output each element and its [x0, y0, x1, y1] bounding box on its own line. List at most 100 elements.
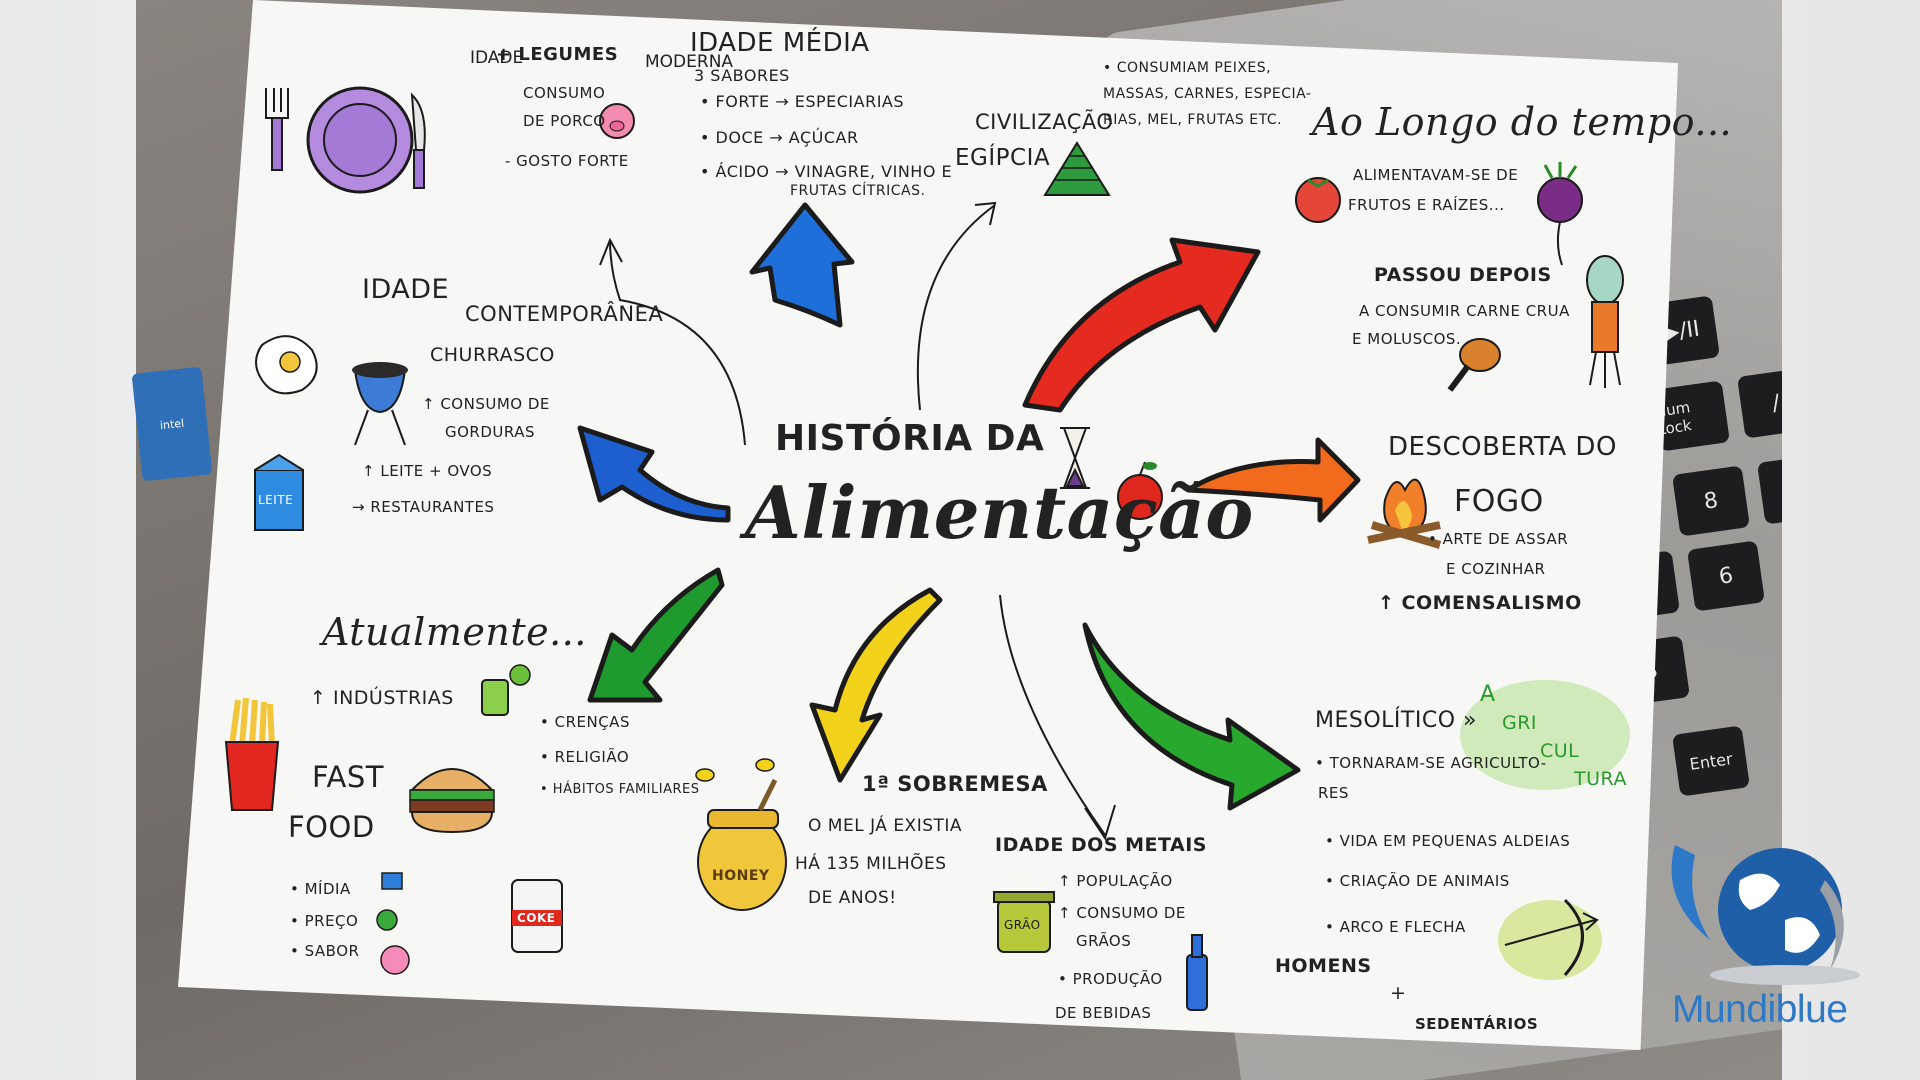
egipcia-note: RIAS, MEL, FRUTAS etc.	[1103, 112, 1283, 128]
mesolitico-plus: +	[1390, 982, 1407, 1004]
sobremesa-title: 1ª SOBREMESA	[862, 772, 1048, 796]
moderna-item-porco: DE PORCO	[523, 112, 606, 130]
moderna-item-consumo: CONSUMO	[523, 84, 606, 102]
mesolitico-line: • VIDA EM PEQUENAS ALDEIAS	[1325, 832, 1571, 850]
moderna-vertical-label: MODERNA	[645, 52, 733, 73]
contemporanea-line: GORDURAS	[445, 423, 535, 441]
ao-longo-line: PASSOU DEPOIS	[1374, 264, 1552, 286]
chicken-leg-icon	[1447, 338, 1501, 392]
fries-icon	[224, 697, 280, 811]
contemporanea-line: ↑ CONSUMO DE	[422, 395, 550, 413]
squid-character-icon	[1586, 255, 1624, 388]
plate-icon	[306, 86, 414, 194]
fried-egg-icon	[255, 335, 318, 395]
atualmente-belief: • RELIGIÃO	[540, 748, 630, 766]
mundiblue-globe-icon	[1671, 845, 1860, 985]
mundiblue-logo-text: Mundiblue	[1672, 988, 1848, 1031]
tv-icon	[381, 872, 403, 890]
grain-jar-icon	[993, 891, 1055, 953]
metais-line: • PRODUÇÃO	[1058, 970, 1163, 988]
thin-arrow-moderna-head	[599, 237, 623, 266]
sobremesa-line: O MEL JÁ EXISTIA	[808, 816, 963, 836]
moderna-item-legumes: + LEGUMES	[496, 44, 619, 65]
agricultura-letter: A	[1480, 682, 1496, 707]
atualmente-bullet: • MÍDIA	[290, 880, 351, 898]
idade-vertical-label: IDADE	[470, 48, 523, 69]
atualmente-bullet: • SABOR	[290, 942, 360, 960]
arrow-blue-up	[749, 202, 855, 328]
idade-media-title: IDADE MÉDIA	[690, 28, 870, 58]
egipcia-note: MASSAS, CARNES, ESPECIA-	[1103, 86, 1312, 102]
idade-media-subtitle: 3 SABORES	[694, 66, 790, 85]
moderna-item-gosto: - GOSTO FORTE	[505, 152, 629, 170]
pyramid-icon	[1043, 141, 1111, 196]
arrow-red	[1022, 237, 1261, 413]
arrow-green	[1082, 622, 1301, 811]
contemporanea-line: ↑ LEITE + OVOS	[362, 462, 493, 480]
atualmente-industrias: ↑ INDÚSTRIAS	[310, 687, 454, 709]
milk-carton-label: LEITE	[258, 493, 294, 507]
fogo-title: DESCOBERTA DO	[1388, 432, 1617, 462]
contemporanea-churrasco: CHURRASCO	[430, 344, 555, 366]
metais-title: IDADE DOS METAIS	[995, 834, 1207, 856]
grain-jar-label: GRÃO	[1004, 918, 1041, 932]
atualmente-belief: • CRENÇAS	[540, 713, 630, 731]
bee-icon	[695, 758, 775, 782]
industry-can-icon	[481, 664, 531, 716]
egipcia-title-line2: EGÍPCIA	[955, 145, 1051, 171]
idade-media-item: FRUTAS CÍTRICAS.	[790, 183, 926, 199]
mesolitico-title: MESOLÍTICO »	[1315, 708, 1477, 733]
agricultura-letter: TURA	[1574, 768, 1627, 790]
idade-media-item: • FORTE → ESPECIARIAS	[700, 92, 905, 111]
metais-line: ↑ POPULAÇÃO	[1058, 872, 1173, 890]
atualmente-bullet: • PREÇO	[290, 912, 359, 930]
mesolitico-line: • ARCO E FLECHA	[1325, 918, 1466, 936]
fogo-line: • ARTE DE ASSAR	[1428, 530, 1569, 548]
atualmente-belief: • HÁBITOS FAMILIARES	[540, 782, 700, 797]
thin-arrow-moderna	[609, 239, 746, 446]
arrow-green-down-left	[587, 567, 725, 703]
fogo-line: E COZINHAR	[1446, 560, 1546, 578]
arrow-blue-left	[577, 425, 731, 523]
knife-icon	[410, 92, 426, 189]
thin-arrow-metais-head	[1084, 804, 1116, 841]
thin-arrow-egipcia	[916, 204, 996, 411]
fork-icon	[265, 88, 289, 171]
beet-icon	[1537, 162, 1583, 266]
mesolitico-sedentarios: SEDENTÁRIOS	[1415, 1015, 1539, 1033]
tongue-icon	[380, 945, 410, 975]
honey-jar-label: HONEY	[712, 868, 770, 884]
thin-arrow-metais	[999, 594, 1106, 836]
arrow-orange	[1185, 437, 1361, 523]
ao-longo-title: Ao Longo do tempo...	[1312, 100, 1733, 144]
tomato-icon	[1295, 177, 1341, 223]
sobremesa-line: DE ANOS!	[808, 888, 897, 908]
apple-icon	[1117, 461, 1163, 520]
ao-longo-line: ALIMENTAVAM-SE DE	[1353, 166, 1519, 184]
fogo-word: FOGO	[1454, 484, 1544, 519]
contemporanea-title-line1: IDADE	[362, 274, 450, 305]
grill-icon	[352, 362, 408, 446]
coke-can-label: COKE	[517, 911, 556, 925]
agricultura-letter: GRI	[1502, 712, 1538, 734]
center-title-line2: Alimentação	[745, 470, 1254, 555]
metais-line: GRÃOS	[1076, 932, 1132, 950]
contemporanea-line: → RESTAURANTES	[352, 498, 495, 516]
agricultura-highlight	[1460, 680, 1630, 790]
ao-longo-line: FRUTOS E RAÍZES...	[1348, 196, 1505, 214]
campfire-icon	[1367, 478, 1442, 549]
honey-jar-icon	[697, 778, 787, 911]
fast-food-line2: FOOD	[288, 810, 375, 844]
mesolitico-line: • CRIAÇÃO DE ANIMAIS	[1325, 872, 1510, 890]
center-title-line1: HISTÓRIA DA	[775, 418, 1045, 459]
arrow-yellow	[809, 587, 943, 783]
contemporanea-title-line2: CONTEMPORÂNEA	[465, 302, 664, 326]
ao-longo-line: E MOLUSCOS.	[1352, 330, 1462, 348]
metais-line: ↑ CONSUMO DE	[1058, 904, 1186, 922]
metais-line: DE BEBIDAS	[1055, 1004, 1152, 1022]
agricultura-letter: CUL	[1540, 740, 1580, 762]
thin-arrow-egipcia-head	[974, 201, 997, 226]
sobremesa-line: HÁ 135 MILHÕES	[795, 854, 947, 874]
mesolitico-line: • TORNARAM-SE AGRICULTO-	[1315, 754, 1547, 772]
